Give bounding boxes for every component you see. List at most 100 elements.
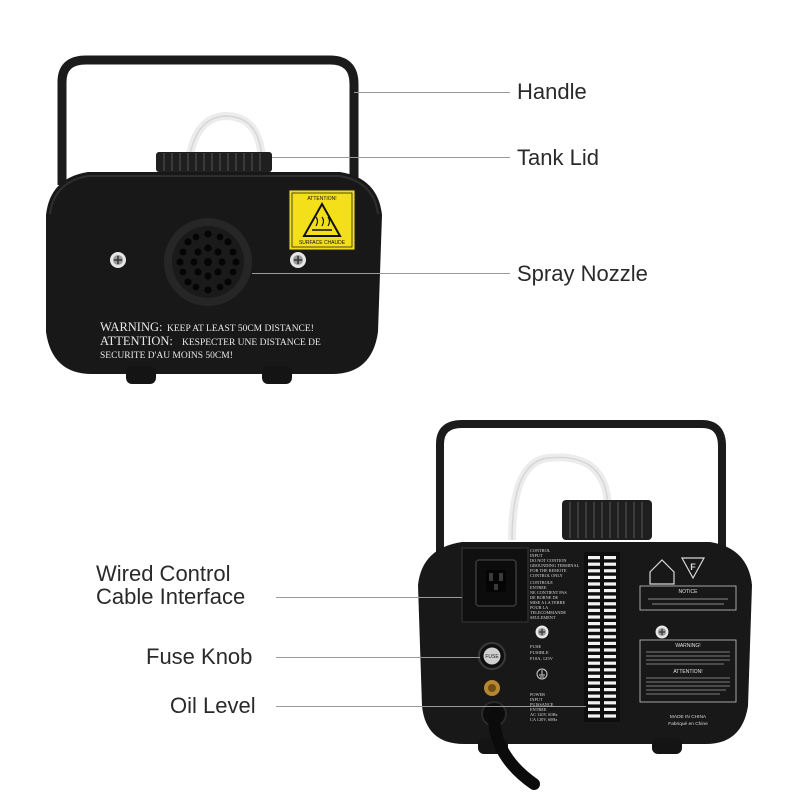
wired-control-label: Wired Control Cable Interface [96,562,245,608]
tank-lid-label: Tank Lid [517,145,599,170]
controle-print-line: CONTROLE [530,580,553,585]
oil-level-mark [604,635,616,639]
oil-level-mark [588,668,600,672]
oil-level-mark [588,622,600,626]
oil-level-mark [588,556,600,560]
controle-print-line: POUR LA [530,605,549,610]
oil-level-mark [604,595,616,599]
oil-level-mark [604,582,616,586]
front-warning-line1-tail: KEEP AT LEAST 50CM DISTANCE! [167,324,314,334]
oil-level-label: Oil Level [170,693,256,718]
oil-level-mark [588,701,600,705]
oil-level-mark [588,641,600,645]
oil-level-mark [604,569,616,573]
f-badge: F [680,557,706,580]
ground-symbol-icon [536,668,548,680]
indoor-use-icon [649,559,675,585]
front-foot-right [262,366,292,384]
controle-print-line: TELECOMMANDE [530,610,566,615]
oil-level-mark [604,589,616,593]
oil-level-mark [588,602,600,606]
fuse-knob: FUSE [478,642,506,670]
tank-lid-leader-line [272,157,510,158]
oil-level-mark [604,668,616,672]
power-print-line: CA 120V, 60Hz [530,717,557,723]
oil-level-mark [588,628,600,632]
oil-level-mark [588,661,600,665]
power-print-line: PUISSANCE [530,702,554,707]
fuse-knob-text: FUSE [485,654,499,660]
wired-control-label-line1: Wired Control [96,561,231,586]
back-tank-lid [562,500,652,540]
sticker-bottom-text: SURFACE CHAUDE [299,240,346,246]
spray-nozzle-label: Spray Nozzle [517,261,648,286]
controle-print-line: MISE A LA TERRE [530,600,566,605]
front-handle [57,55,359,185]
oil-level-mark [588,582,600,586]
front-screw-right [290,252,306,268]
oil-level-mark [604,562,616,566]
oil-level-mark [588,688,600,692]
fabrique-text: Fabriqué en Chine [668,721,708,727]
oil-level-mark [588,681,600,685]
back-screw-right [655,625,669,639]
ground-terminal [484,680,500,696]
oil-level-mark [588,575,600,579]
oil-level-mark [588,595,600,599]
oil-level-mark [604,628,616,632]
oil-level-mark [604,648,616,652]
controle-print-line: ENTREE [530,585,547,590]
oil-level-mark [588,608,600,612]
oil-level-mark [604,681,616,685]
fuse-print-line: FUSIBLE [530,650,549,655]
front-screw-left [110,252,126,268]
fuse-knob-label: Fuse Knob [146,644,253,669]
control-print-line: GROUNDING TERMINAL [530,563,580,568]
oil-level-mark [604,707,616,711]
oil-level-mark [588,615,600,619]
wired-control-socket [461,547,529,623]
oil-level-mark [604,602,616,606]
oil-level-mark [604,575,616,579]
power-cord [481,701,540,790]
oil-level-mark [588,635,600,639]
svg-text:NOTICE: NOTICE [679,589,699,595]
power-print-line: POWER [530,692,545,697]
oil-level-mark [588,674,600,678]
svg-text:ATTENTION!: ATTENTION! [673,669,702,675]
wired-control-label-line2: Cable Interface [96,584,246,610]
spray-nozzle-grille [164,218,252,306]
back-screw-left [535,625,549,639]
oil-level-mark [604,688,616,692]
svg-text:F: F [690,562,696,572]
oil-level-mark [604,655,616,659]
oil-level-mark [604,641,616,645]
wired-control-leader-line [276,597,462,598]
oil-level-mark [604,714,616,718]
control-print-line: CONTROL ONLY [530,573,563,578]
power-print-line: INPUT [530,697,543,702]
made-in-text: MADE IN CHINA [670,714,707,720]
front-warning-line3: SECURITE D'AU MOINS 50CM! [100,351,233,361]
warning-box: WARNING! ATTENTION! [639,639,737,703]
control-print-line: DO NOT CONTION [530,558,566,563]
front-warning-line1-head: WARNING: [100,320,163,334]
oil-level-mark [604,674,616,678]
oil-level-mark [604,608,616,612]
oil-level-mark [604,615,616,619]
oil-level-mark [588,714,600,718]
oil-level-window [584,552,620,722]
spray-nozzle-leader-line [252,273,510,274]
controle-print-line: DE BORNE DE [530,595,559,600]
oil-level-mark [588,648,600,652]
controle-print-line: SEULEMENT [530,615,556,620]
front-warning-line2-head: ATTENTION: [100,334,173,348]
power-print-line: AC 120V, 60Hz [530,712,558,718]
control-print-line: CONTROL [530,548,551,553]
handle-leader-line [354,92,510,93]
svg-text:WARNING!: WARNING! [675,643,700,649]
